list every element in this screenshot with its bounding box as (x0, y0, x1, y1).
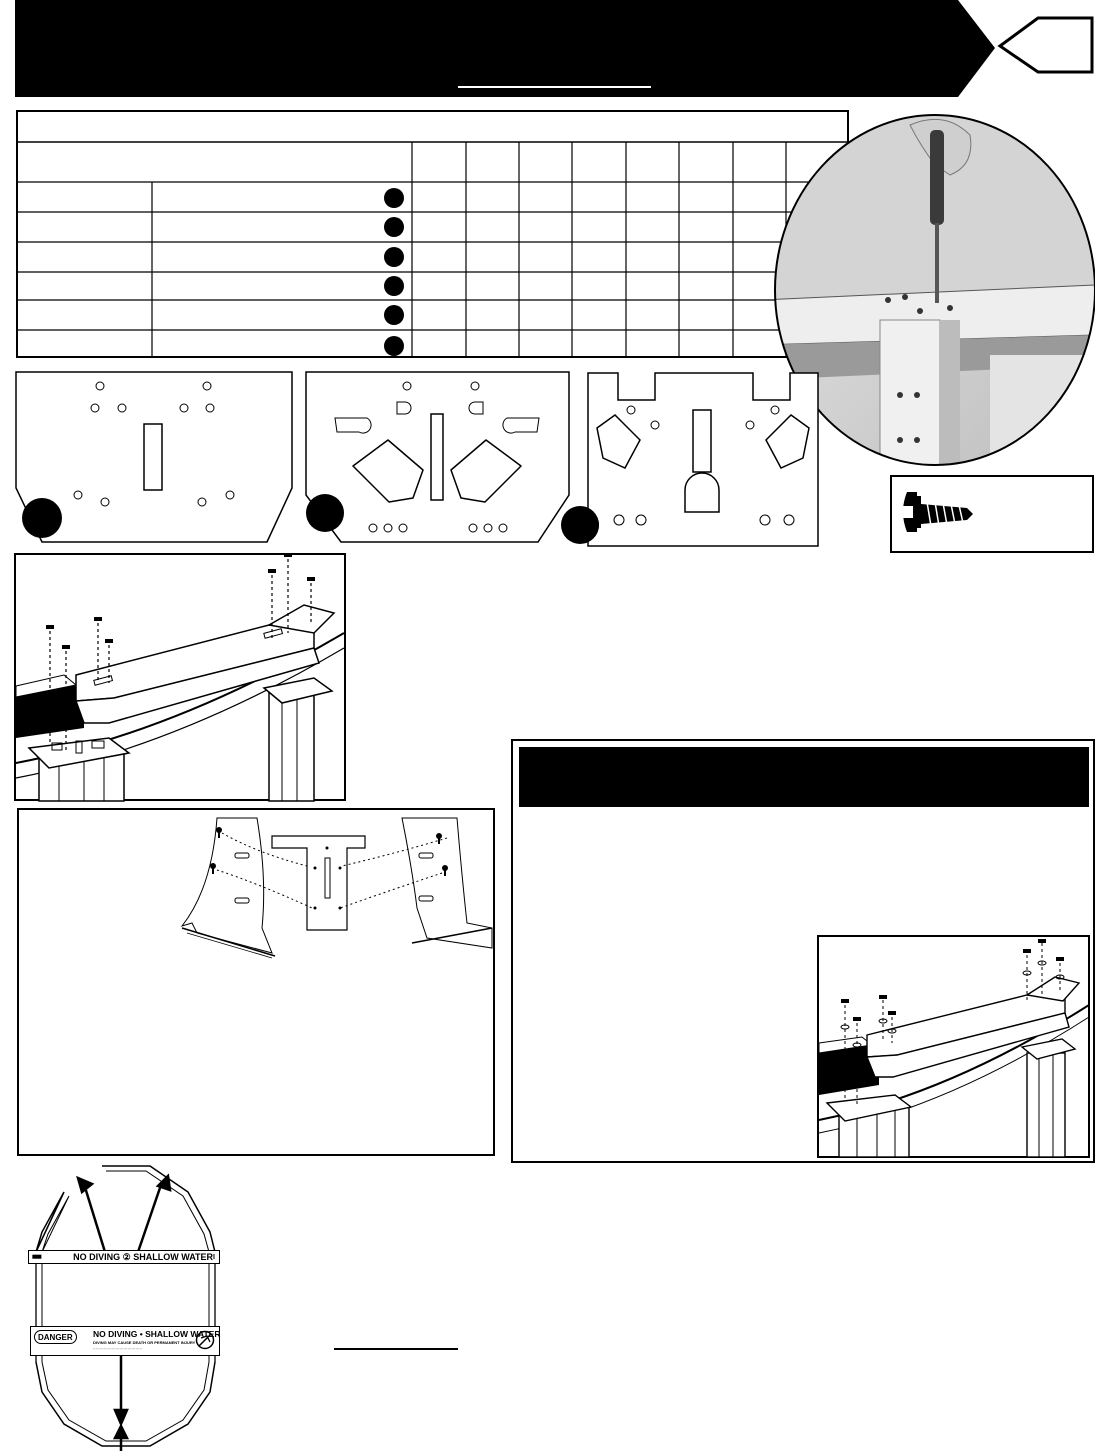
warning-sign-bottom: DANGER NO DIVING • SHALLOW WATER DIVING … (30, 1326, 220, 1356)
screwdriver-icon (930, 130, 944, 225)
part-marker-icon (22, 498, 62, 538)
pool-outline-diagram (35, 1165, 216, 1451)
sign-fineprint: ····································· (93, 1346, 143, 1351)
part-marker-icon (384, 247, 404, 267)
parts-table (16, 110, 849, 358)
screw-icon (210, 863, 216, 874)
photo-screwdriver (774, 114, 1095, 466)
header-banner (15, 0, 1094, 97)
part-marker-icon (384, 276, 404, 296)
part-marker-icon (384, 305, 404, 325)
screw-icon (442, 865, 448, 876)
screw-icon (436, 833, 442, 844)
sign-text-bottom: NO DIVING • SHALLOW WATER (93, 1329, 221, 1339)
plate-diagram-1 (15, 371, 293, 543)
underline-mark (334, 1348, 458, 1350)
part-marker-icon (384, 188, 404, 208)
sign-left-mark: ▮▮▮▮▮ (32, 1254, 42, 1260)
screw-icon (216, 827, 222, 838)
screw-box (890, 475, 1094, 553)
sign-text-top: NO DIVING ② SHALLOW WATER (73, 1251, 214, 1262)
sign-right-mark: I (213, 1253, 215, 1261)
part-marker-icon (306, 494, 344, 532)
sign-subtext: DIVING MAY CAUSE DEATH OR PERMANENT INJU… (93, 1340, 196, 1345)
danger-label: DANGER (38, 1332, 73, 1342)
part-marker-icon (384, 336, 404, 356)
part-marker-icon (384, 217, 404, 237)
warning-sign-top: ▮▮▮▮▮ NO DIVING ② SHALLOW WATER I (28, 1250, 220, 1264)
part-marker-icon (561, 506, 599, 544)
plate-3-marker (561, 506, 599, 544)
no-diving-icon (195, 1330, 215, 1350)
assembly-figure-1 (14, 553, 346, 802)
screw-icon (903, 492, 973, 532)
plate-diagram-2 (305, 371, 570, 543)
page-tab-arrow-icon (997, 16, 1094, 74)
arrow-icon (76, 1173, 172, 1451)
assembly-figure-2 (17, 808, 495, 1156)
assembly-figure-3 (817, 935, 1090, 1158)
plate-diagram-3 (585, 372, 819, 547)
